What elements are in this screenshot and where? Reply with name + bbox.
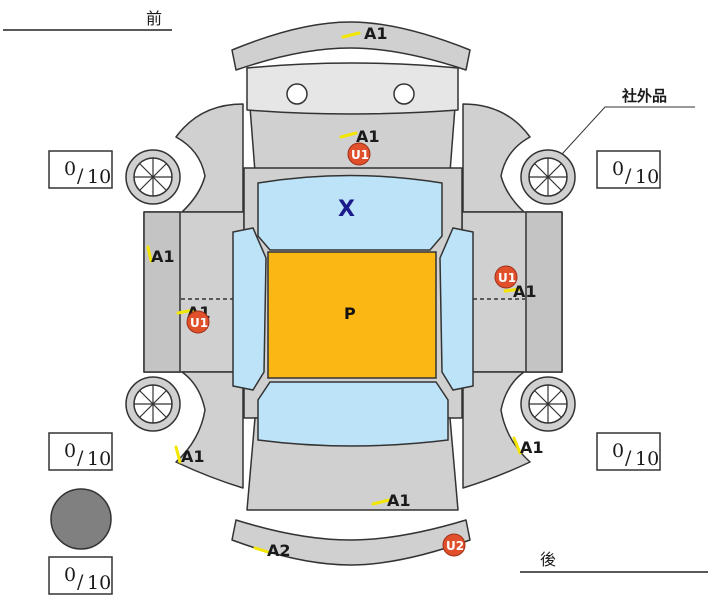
tread-box-rear-right: 0 / 10	[596, 432, 661, 471]
right-headlight	[393, 83, 415, 105]
left-headlight	[286, 83, 308, 105]
damage-code-front-bumper: A1	[364, 24, 388, 43]
front-bumper	[231, 21, 471, 71]
svg-text:10: 10	[635, 448, 659, 470]
svg-text:U2: U2	[446, 539, 464, 553]
svg-text:U1: U1	[351, 148, 369, 162]
aftermarket-leader-line	[551, 106, 695, 166]
aftermarket-label: 社外品	[621, 87, 667, 105]
spare-tire-icon	[50, 488, 112, 550]
svg-text:0: 0	[64, 440, 76, 462]
damage-code-hood: A1	[356, 127, 380, 146]
rear-window	[257, 381, 449, 447]
wheel-rear-right	[520, 376, 576, 432]
right-side-window	[439, 227, 474, 391]
svg-text:0: 0	[612, 158, 624, 180]
right-rear-quarter	[462, 371, 531, 489]
right-side-sill	[525, 211, 563, 373]
windshield-mark: X	[338, 197, 355, 222]
svg-text:U1: U1	[498, 271, 516, 285]
left-side-sill	[143, 211, 181, 373]
svg-text:0: 0	[64, 564, 76, 586]
damage-code-trunk: A1	[387, 491, 411, 510]
left-front-fender	[175, 103, 244, 213]
svg-text:/: /	[77, 165, 84, 187]
svg-text:10: 10	[87, 166, 111, 188]
right-front-fender	[462, 103, 531, 213]
rear-label: 後	[540, 550, 556, 569]
damage-code-right-rear-quarter: A1	[520, 438, 544, 457]
roof-mark: P	[344, 304, 356, 323]
dent-badge-rear-bumper: U2	[442, 533, 466, 557]
wheel-front-left	[125, 149, 181, 205]
tread-box-front-right: 0 / 10	[596, 150, 661, 189]
svg-text:0: 0	[64, 158, 76, 180]
tread-box-front-left: 0 / 10	[48, 150, 113, 189]
damage-code-left-front-fender: A1	[151, 247, 175, 266]
svg-text:10: 10	[635, 166, 659, 188]
rear-bumper	[231, 519, 471, 566]
svg-text:10: 10	[87, 572, 111, 594]
damage-code-right-door: A1	[513, 282, 537, 301]
wheels	[125, 149, 576, 432]
dent-badge-right-door: U1	[494, 265, 518, 289]
wheel-rear-left	[125, 376, 181, 432]
damage-code-rear-bumper: A2	[267, 541, 291, 560]
dent-badge-left-door: U1	[186, 310, 210, 334]
svg-text:/: /	[625, 447, 632, 469]
tread-box-spare: 0 / 10	[48, 556, 113, 595]
front-label: 前	[146, 9, 162, 28]
svg-text:/: /	[77, 447, 84, 469]
wheel-front-right	[520, 149, 576, 205]
svg-text:10: 10	[87, 448, 111, 470]
windshield	[257, 174, 443, 251]
svg-text:/: /	[625, 165, 632, 187]
left-side-window	[232, 227, 267, 391]
damage-marker-ticks	[146, 31, 522, 554]
left-rear-quarter	[175, 371, 244, 489]
roof-panel	[267, 251, 437, 379]
damage-code-left-rear-quarter: A1	[181, 447, 205, 466]
headlight-band	[246, 62, 459, 115]
svg-text:0: 0	[612, 440, 624, 462]
svg-text:U1: U1	[190, 316, 208, 330]
svg-text:/: /	[77, 571, 84, 593]
dent-badge-hood: U1	[347, 142, 371, 166]
tread-box-rear-left: 0 / 10	[48, 432, 113, 471]
